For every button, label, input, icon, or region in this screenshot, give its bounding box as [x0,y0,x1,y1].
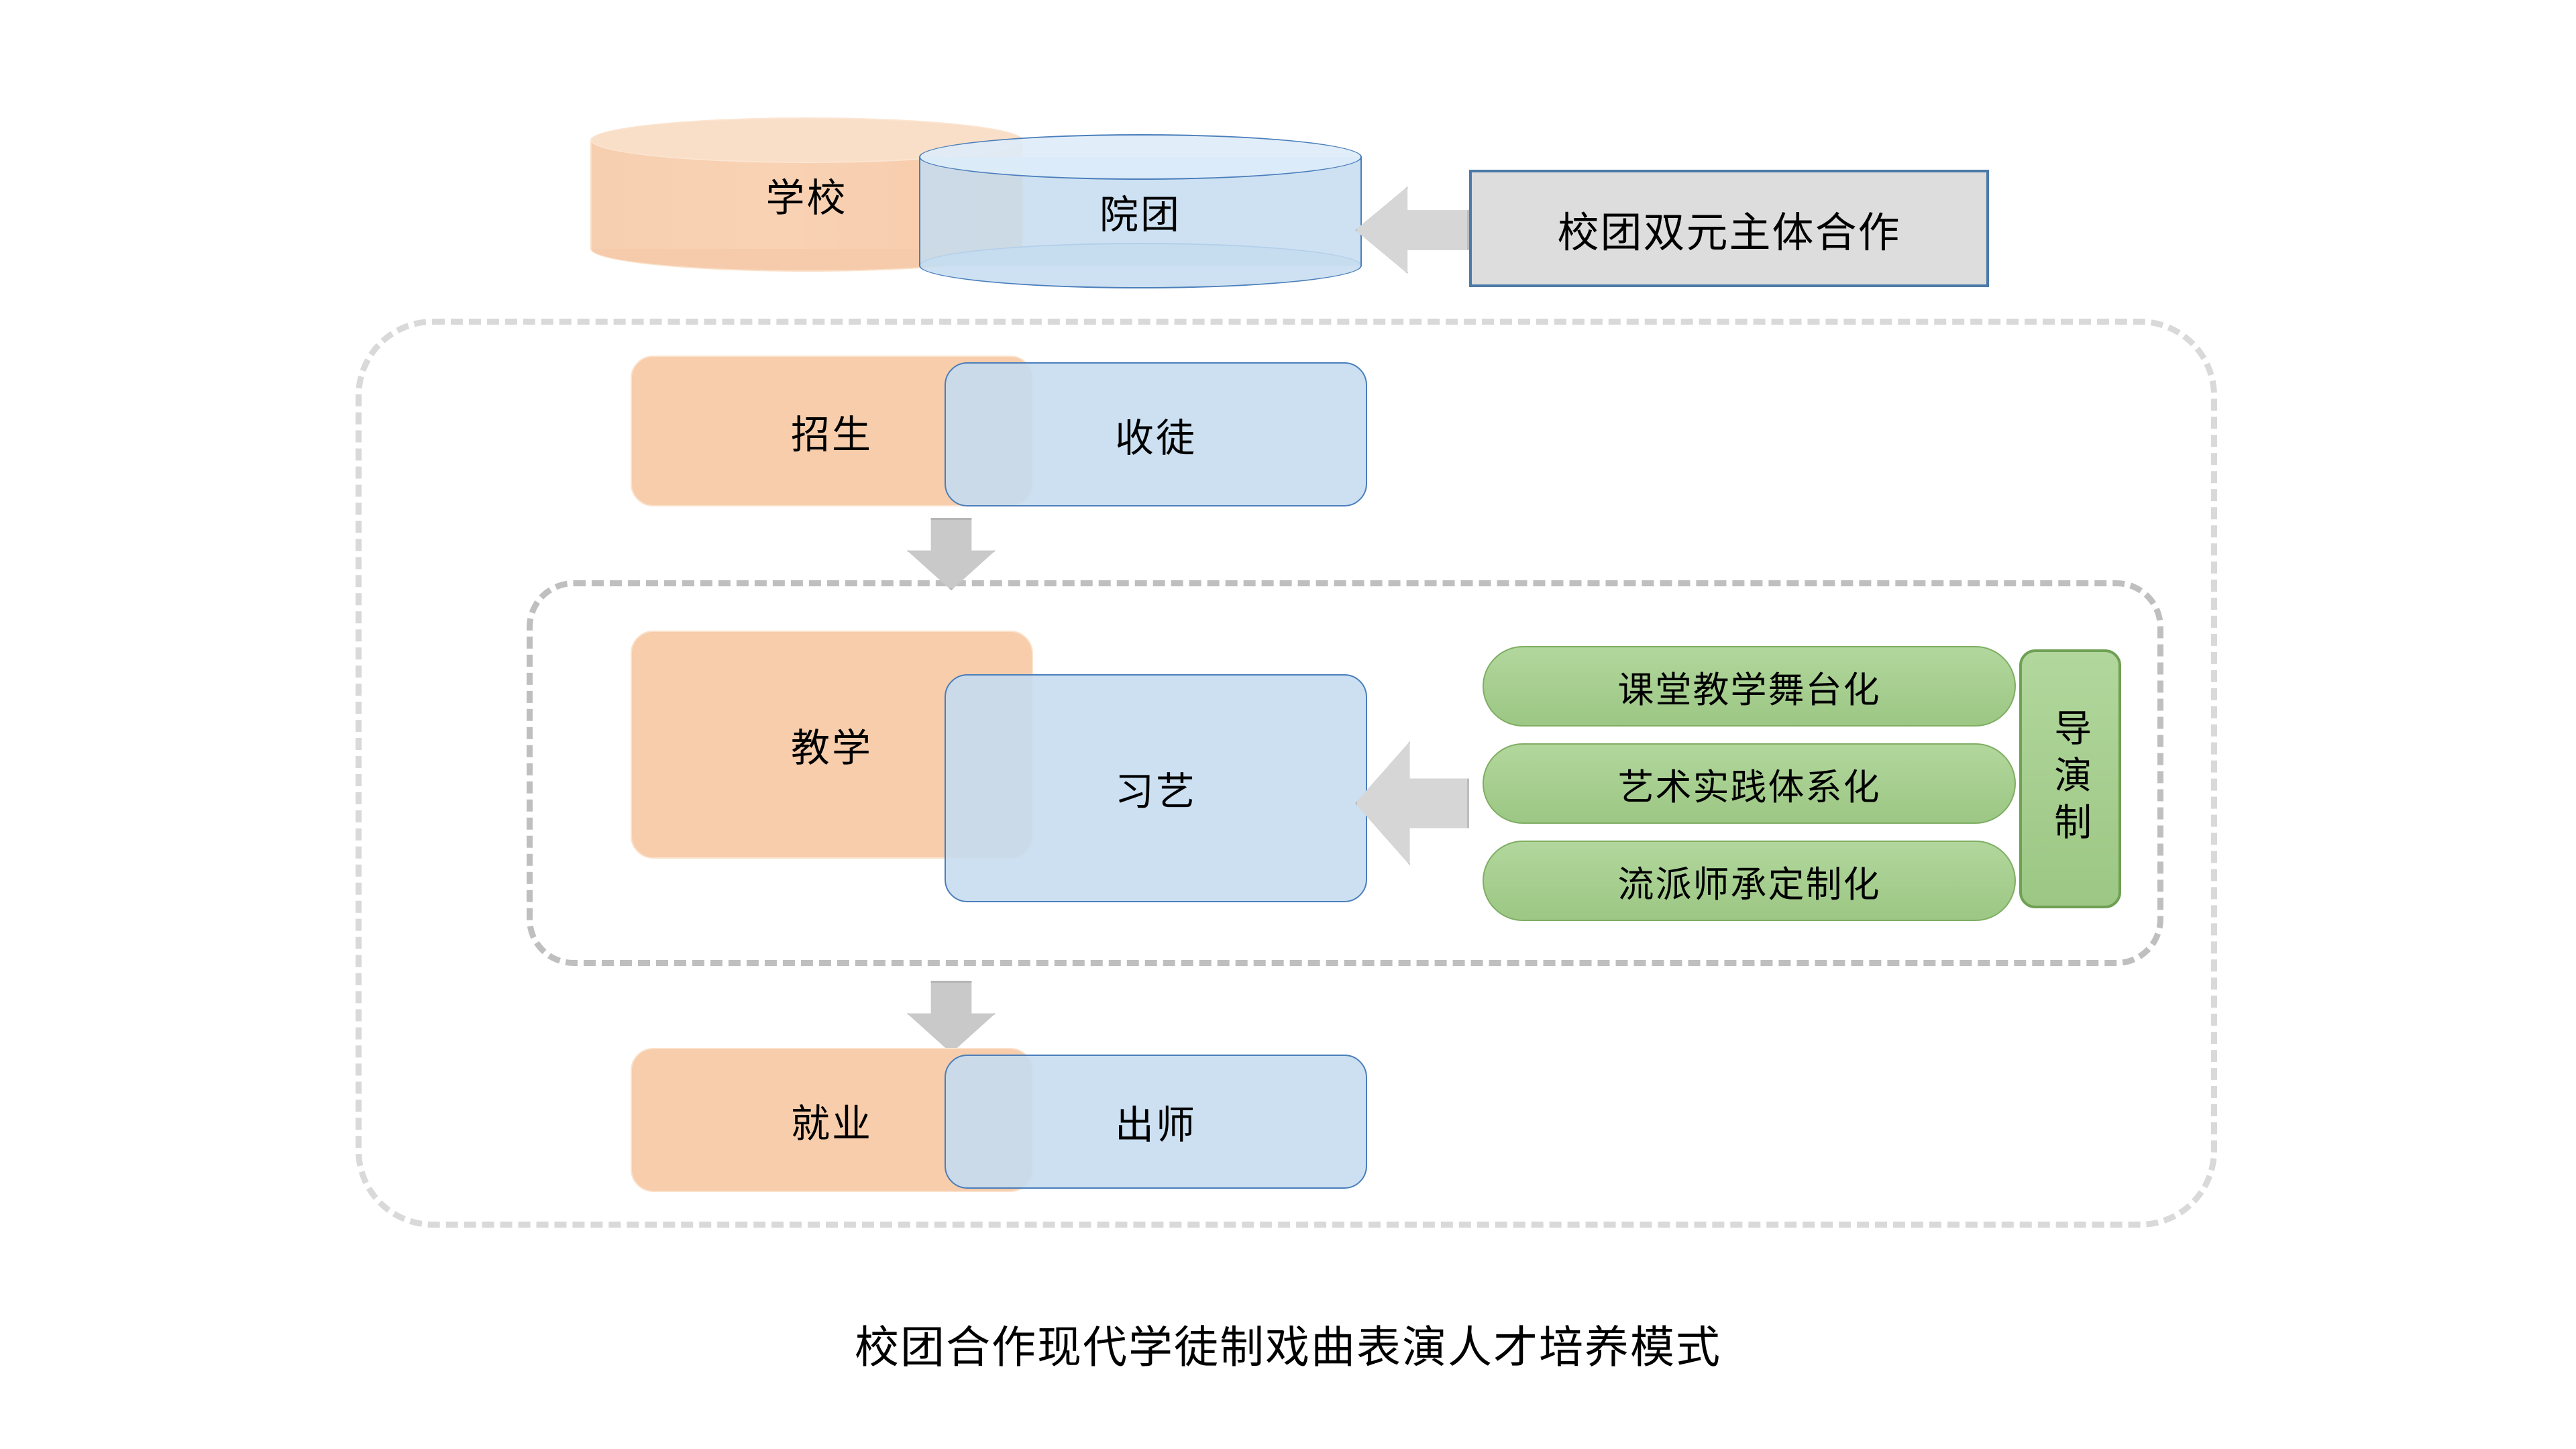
teaching-stage-inner-frame [527,580,2163,966]
school-cylinder-label: 学校 [765,176,848,220]
troupe-cylinder-top [919,134,1362,180]
stage-troupe-label-0: 收徒 [1114,416,1197,460]
diagram-caption: 校团合作现代学徒制戏曲表演人才培养模式 [855,1322,1721,1372]
method-pill-label-2: 流派师承定制化 [1617,864,1881,905]
stage-troupe-box-1[interactable]: 习艺 [945,674,1367,902]
troupe-cylinder[interactable]: 院团 [919,134,1362,288]
stage-troupe-label-1: 习艺 [1114,770,1197,814]
stage-troupe-label-2: 出师 [1114,1104,1197,1147]
system-vertical-label: 导演制 [2049,708,2092,849]
partner-callout-label: 校团双元主体合作 [1557,209,1901,256]
arrow-left-icon-partner [1355,186,1469,274]
stage-school-label-0: 招生 [790,413,873,457]
stage-troupe-box-2[interactable]: 出师 [945,1055,1367,1189]
method-pill-0[interactable]: 课堂教学舞台化 [1483,646,2016,727]
apprenticeship-outer-frame [356,319,2217,1228]
method-pill-2[interactable]: 流派师承定制化 [1483,841,2016,921]
method-pill-label-0: 课堂教学舞台化 [1617,669,1881,710]
method-pill-1[interactable]: 艺术实践体系化 [1483,743,2016,824]
stage-school-label-2: 就业 [790,1102,873,1146]
stage-troupe-box-0[interactable]: 收徒 [945,362,1367,506]
troupe-cylinder-label: 院团 [1099,193,1181,237]
stage-school-label-1: 教学 [790,727,873,770]
system-vertical-box[interactable]: 导演制 [2019,649,2121,908]
partner-callout-box[interactable]: 校团双元主体合作 [1469,170,1989,287]
method-pill-label-1: 艺术实践体系化 [1617,767,1881,808]
